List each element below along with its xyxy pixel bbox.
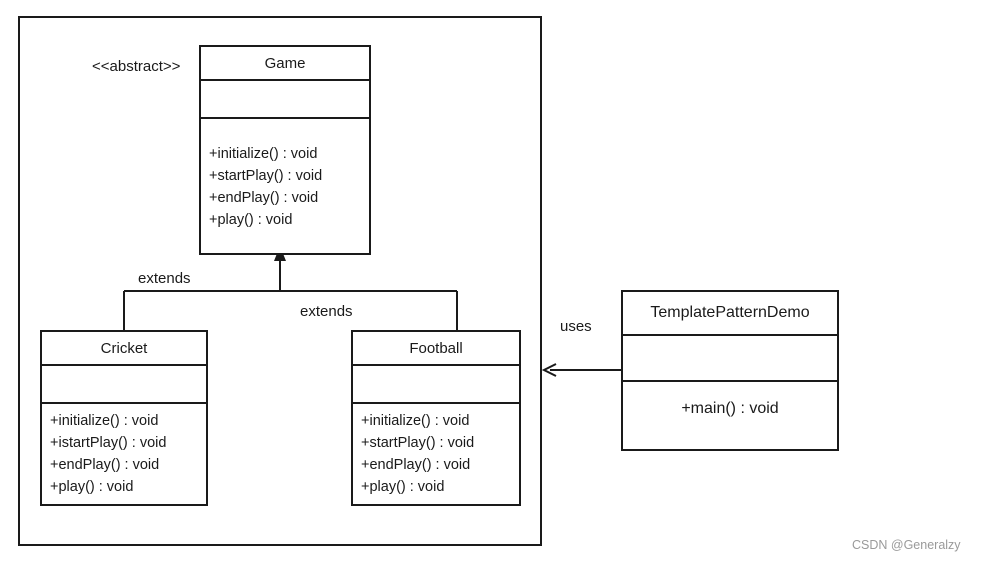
football-op: +endPlay() : void bbox=[361, 457, 471, 473]
football-attributes bbox=[353, 366, 519, 404]
cricket-op: +play() : void bbox=[50, 479, 134, 495]
game-class[interactable]: Game +initialize() : void +startPlay() :… bbox=[199, 45, 371, 255]
game-op: +play() : void bbox=[209, 212, 293, 228]
template-pattern-demo-class[interactable]: TemplatePatternDemo +main() : void bbox=[621, 290, 839, 451]
game-op: +startPlay() : void bbox=[209, 168, 323, 184]
uses-arrowhead bbox=[541, 363, 557, 377]
cricket-class-name: Cricket bbox=[42, 332, 206, 366]
football-class-name: Football bbox=[353, 332, 519, 366]
game-op: +endPlay() : void bbox=[209, 190, 319, 206]
game-class-name: Game bbox=[201, 47, 369, 81]
cricket-op: +istartPlay() : void bbox=[50, 435, 167, 451]
football-op: +play() : void bbox=[361, 479, 445, 495]
cricket-class[interactable]: Cricket +initialize() : void +istartPlay… bbox=[40, 330, 208, 506]
demo-operations: +main() : void bbox=[623, 382, 837, 420]
game-operations: +initialize() : void +startPlay() : void… bbox=[201, 119, 369, 231]
football-operations: +initialize() : void +startPlay() : void… bbox=[353, 404, 519, 498]
demo-class-name: TemplatePatternDemo bbox=[623, 292, 837, 336]
demo-attributes bbox=[623, 336, 837, 382]
football-op: +startPlay() : void bbox=[361, 435, 475, 451]
cricket-attributes bbox=[42, 366, 206, 404]
extends-label-left: extends bbox=[138, 270, 191, 287]
cricket-op: +endPlay() : void bbox=[50, 457, 160, 473]
uses-label: uses bbox=[560, 318, 592, 335]
football-class[interactable]: Football +initialize() : void +startPlay… bbox=[351, 330, 521, 506]
abstract-stereotype: <<abstract>> bbox=[92, 58, 181, 75]
csdn-watermark: CSDN @Generalzy bbox=[852, 538, 961, 552]
game-attributes bbox=[201, 81, 369, 119]
football-op: +initialize() : void bbox=[361, 413, 470, 429]
cricket-op: +initialize() : void bbox=[50, 413, 159, 429]
extends-label-right: extends bbox=[300, 303, 353, 320]
cricket-operations: +initialize() : void +istartPlay() : voi… bbox=[42, 404, 206, 498]
game-op: +initialize() : void bbox=[209, 146, 318, 162]
demo-op: +main() : void bbox=[681, 400, 779, 417]
package-frame bbox=[18, 16, 542, 546]
